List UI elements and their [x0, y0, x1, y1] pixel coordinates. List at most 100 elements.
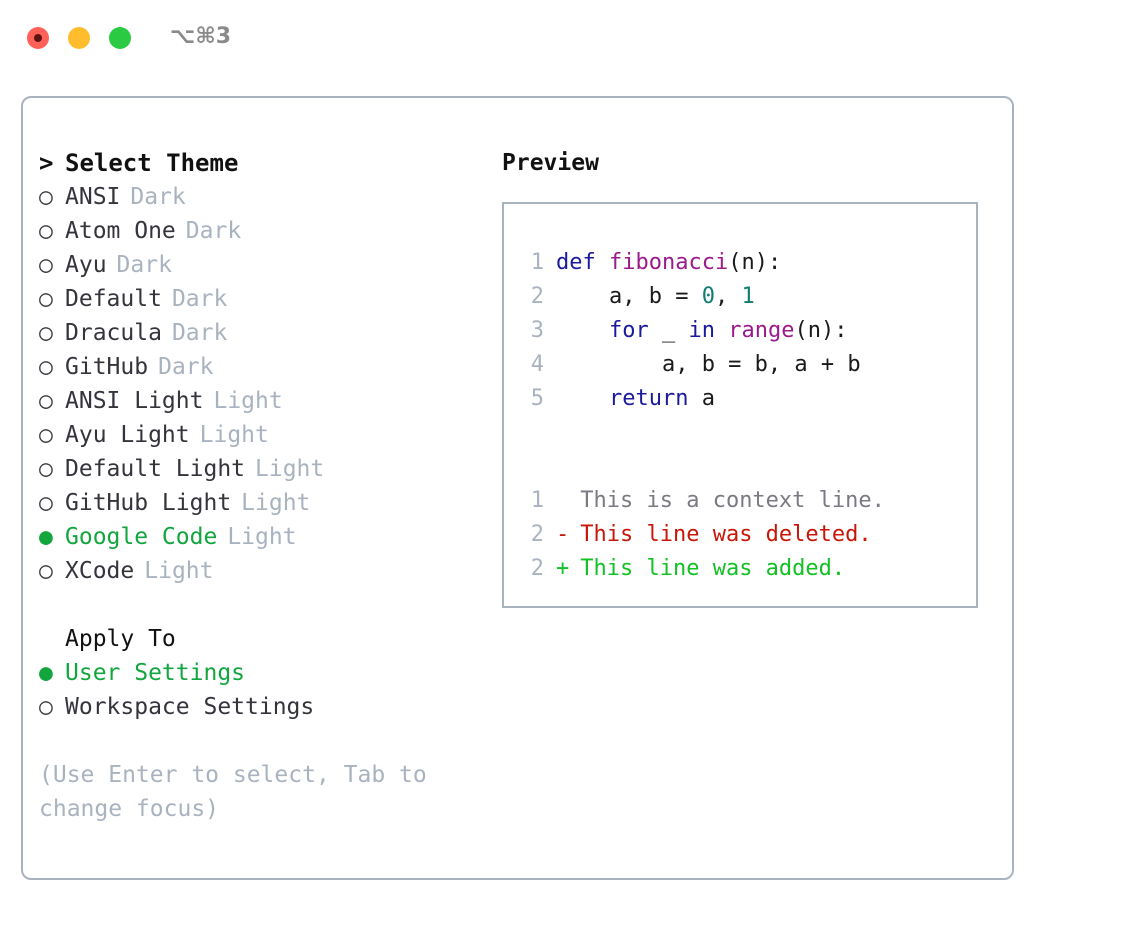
- theme-name: Ayu Light: [65, 422, 190, 448]
- theme-badge: Dark: [171, 320, 228, 346]
- code-token-keyword: in: [688, 318, 715, 343]
- apply-to-label: User Settings: [65, 660, 246, 686]
- theme-badge: Dark: [116, 252, 172, 278]
- close-button-icon[interactable]: [27, 27, 49, 49]
- radio-unselected-icon[interactable]: ○: [39, 456, 53, 482]
- theme-name: ANSI: [65, 184, 121, 210]
- keyboard-hint-text: (Use Enter to select, Tab to change focu…: [39, 762, 427, 822]
- select-theme-label: Select Theme: [65, 149, 239, 177]
- theme-name: GitHub: [65, 354, 149, 380]
- theme-name: ANSI Light: [65, 388, 204, 414]
- theme-option-ansi[interactable]: ○ ANSI Dark: [39, 180, 489, 214]
- code-line: 4 a, b = b, a + b: [504, 348, 976, 382]
- code-line: 3 for _ in range(n):: [504, 314, 976, 348]
- theme-option-github[interactable]: ○ GitHub Dark: [39, 350, 489, 384]
- theme-option-default[interactable]: ○ Default Dark: [39, 282, 489, 316]
- radio-unselected-icon[interactable]: ○: [39, 694, 53, 720]
- theme-badge: Dark: [158, 354, 214, 380]
- diff-sign: [556, 488, 569, 513]
- line-number: 2: [530, 556, 544, 581]
- code-token-keyword: for: [608, 318, 649, 343]
- radio-unselected-icon[interactable]: ○: [39, 218, 53, 244]
- theme-name: Default Light: [65, 456, 246, 482]
- theme-badge: Dark: [130, 184, 186, 210]
- theme-badge: Dark: [171, 286, 228, 312]
- theme-badge: Light: [255, 456, 325, 482]
- minimize-button-icon[interactable]: [68, 27, 90, 49]
- zoom-button-icon[interactable]: [109, 27, 131, 49]
- radio-unselected-icon[interactable]: ○: [39, 422, 53, 448]
- line-number: 2: [530, 522, 544, 547]
- radio-selected-icon[interactable]: ●: [39, 524, 53, 550]
- code-token-plain: a: [688, 386, 715, 411]
- radio-unselected-icon[interactable]: ○: [39, 388, 53, 414]
- radio-unselected-icon[interactable]: ○: [39, 184, 53, 210]
- theme-badge: Light: [213, 388, 283, 414]
- apply-to-label: Workspace Settings: [65, 694, 315, 720]
- code-line: 5 return a: [504, 382, 976, 416]
- apply-to-option-user-settings[interactable]: ● User Settings: [39, 656, 489, 690]
- theme-option-atom-one[interactable]: ○ Atom One Dark: [39, 214, 489, 248]
- theme-badge: Light: [144, 558, 214, 584]
- theme-badge: Light: [227, 524, 297, 550]
- code-blank-line: [504, 450, 976, 484]
- code-token-plain: [556, 318, 609, 343]
- code-token-plain: a, b =: [556, 284, 702, 309]
- radio-unselected-icon[interactable]: ○: [39, 286, 53, 312]
- line-number: 1: [530, 488, 544, 513]
- apply-to-option-workspace-settings[interactable]: ○ Workspace Settings: [39, 690, 489, 724]
- theme-option-default-light[interactable]: ○ Default Light Light: [39, 452, 489, 486]
- theme-name: Default: [65, 286, 162, 312]
- traffic-light-group: [27, 27, 131, 49]
- diff-line-deleted: 2-This line was deleted.: [504, 518, 976, 552]
- line-number: 3: [530, 318, 544, 343]
- theme-option-ayu-light[interactable]: ○ Ayu Light Light: [39, 418, 489, 452]
- title-bar: ⌥⌘3: [0, 0, 1140, 78]
- radio-unselected-icon[interactable]: ○: [39, 320, 53, 346]
- theme-badge: Light: [199, 422, 269, 448]
- theme-badge: Dark: [185, 218, 242, 244]
- code-token-number: 1: [741, 284, 755, 309]
- code-token-keyword: def: [556, 250, 609, 275]
- line-number: 1: [530, 250, 544, 275]
- section-spacer: [39, 588, 489, 622]
- diff-text: This line was deleted.: [580, 522, 872, 547]
- diff-line-context: 1 This is a context line.: [504, 484, 976, 518]
- diff-sign: +: [556, 556, 570, 581]
- line-number: 2: [530, 284, 544, 309]
- theme-option-google-code[interactable]: ● Google Code Light: [39, 520, 489, 554]
- code-token-function: range: [728, 318, 795, 343]
- preview-title: Preview: [502, 150, 599, 176]
- diff-line-added: 2 + This line was added.: [504, 552, 976, 586]
- select-theme-header: > Select Theme: [39, 146, 489, 180]
- theme-name: GitHub Light: [65, 490, 232, 516]
- radio-unselected-icon[interactable]: ○: [39, 490, 53, 516]
- theme-name: Atom One: [65, 218, 176, 244]
- code-token-plain: _: [648, 318, 689, 343]
- caret-icon: >: [39, 149, 54, 177]
- code-blank-line: [504, 416, 976, 450]
- code-token-plain: ,: [714, 284, 742, 309]
- radio-unselected-icon[interactable]: ○: [39, 354, 53, 380]
- theme-name: Google Code: [65, 524, 218, 550]
- radio-selected-icon[interactable]: ●: [39, 660, 53, 686]
- radio-unselected-icon[interactable]: ○: [39, 252, 53, 278]
- code-line: 2 a, b = 0, 1: [504, 280, 976, 314]
- diff-text: This line was added.: [580, 556, 846, 581]
- line-number: 4: [530, 352, 544, 377]
- line-number: 5: [530, 386, 544, 411]
- diff-text: This is a context line.: [580, 488, 885, 513]
- radio-unselected-icon[interactable]: ○: [39, 558, 53, 584]
- code-token-plain: [715, 318, 728, 343]
- code-token-plain: [556, 386, 609, 411]
- theme-option-ansi-light[interactable]: ○ ANSI Light Light: [39, 384, 489, 418]
